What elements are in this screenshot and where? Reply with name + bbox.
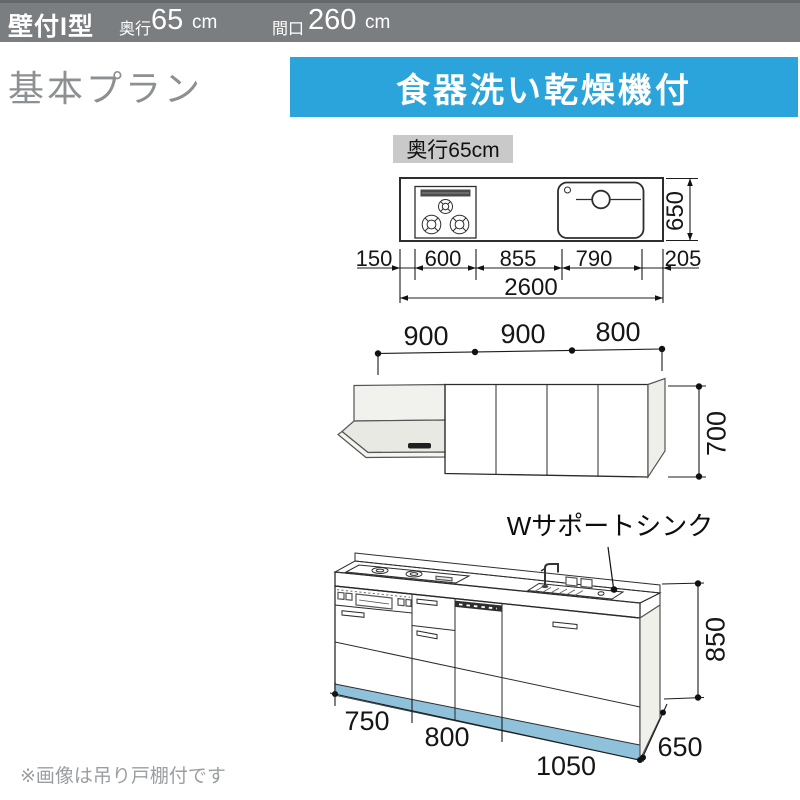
cooktop-elevation (344, 564, 471, 584)
elevation-drawing (329, 546, 705, 763)
cooktop-plan-icon (414, 185, 477, 239)
depth-unit: cm (192, 12, 218, 33)
wall-cabinet-side-panel (647, 377, 666, 480)
support-bar (565, 576, 578, 587)
grill-door (355, 593, 393, 610)
dim-elev-depth-650: 650 (657, 732, 703, 762)
drawer-handles (341, 598, 578, 640)
footnote: ※画像は吊り戸棚付です (20, 766, 226, 787)
elevation-depth-dimension (640, 703, 668, 762)
feature-banner-label: 食器洗い乾燥機付 (396, 71, 692, 110)
width-unit: cm (365, 12, 391, 33)
dim-seg-600: 600 (424, 246, 462, 271)
range-hood (337, 383, 446, 459)
width-value: 260 (308, 4, 357, 36)
elevation-width-dimensions (329, 682, 645, 763)
dim-wall-900b: 900 (500, 319, 546, 349)
sink-feature-label: Wサポートシンク (506, 511, 714, 541)
plan-depth-dimension (666, 177, 698, 242)
dim-seg-205: 205 (664, 246, 702, 271)
width-label: 間口 (272, 21, 305, 38)
dim-wall-height-700: 700 (701, 410, 732, 457)
top-view-drawing (357, 177, 699, 303)
feature-banner: 食器洗い乾燥機付 (290, 57, 798, 117)
wall-segment-dimensions (374, 345, 666, 375)
dim-elev-1050: 1050 (535, 751, 597, 781)
depth-tag: 奥行65cm (393, 135, 513, 163)
plan-title: 基本プラン (8, 68, 204, 109)
cooktop-control-panel (334, 585, 413, 614)
base-cabinet-side-panel (639, 603, 661, 761)
drawer-split-line (334, 641, 641, 708)
depth-value: 65 (151, 4, 184, 36)
support-bar (580, 577, 593, 589)
dim-elev-800: 800 (424, 722, 470, 752)
kitchen-type-label: 壁付I型 (8, 13, 94, 41)
plan-segment-dimensions (357, 249, 699, 303)
depth-label: 奥行 (119, 21, 152, 38)
dim-wall-900a: 900 (403, 321, 449, 351)
dim-elev-height-850: 850 (700, 616, 731, 663)
sink-elevation (526, 563, 625, 600)
wall-height-dimension (668, 383, 706, 480)
hood-switch (408, 443, 431, 449)
header-bar (0, 0, 800, 42)
base-cabinet-toe (335, 684, 640, 760)
wall-cabinet-drawing (337, 345, 706, 480)
sink-label-leader (607, 546, 618, 593)
elevation-height-dimension (661, 580, 705, 701)
dim-plan-depth-650: 650 (662, 190, 689, 232)
dim-wall-800: 800 (595, 317, 641, 347)
depth-tag-label: 奥行65cm (406, 139, 500, 162)
sink-plan-icon (557, 181, 645, 239)
wall-cabinet-doors (444, 377, 666, 480)
dishwasher-front (455, 600, 502, 612)
dim-total-2600: 2600 (504, 274, 558, 301)
dim-seg-790: 790 (575, 246, 613, 271)
dim-seg-855: 855 (499, 246, 537, 271)
dim-seg-150: 150 (355, 246, 393, 271)
faucet-icon (544, 563, 559, 586)
countertop-edge (334, 571, 641, 619)
dim-elev-750: 750 (344, 706, 390, 736)
